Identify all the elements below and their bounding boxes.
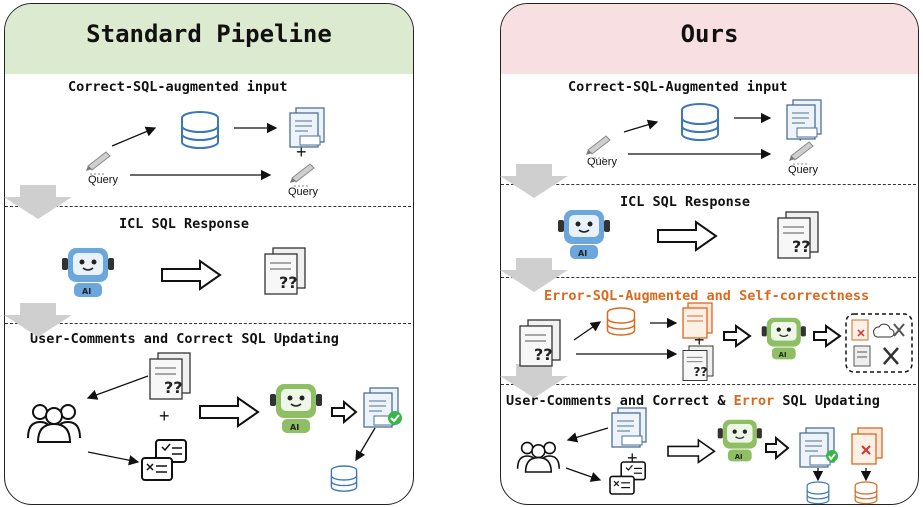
left-database-icon [181, 111, 219, 149]
ours-panel: Ours [500, 3, 919, 505]
right-updated-error-doc-icon [851, 427, 883, 465]
self-correction-cloud-icon [873, 323, 895, 338]
right-flow-arrow-1 [500, 164, 568, 198]
left-query-label-1: Query [88, 174, 118, 186]
standard-pipeline-header: Standard Pipeline [5, 4, 413, 74]
self-correction-box [845, 313, 913, 373]
right-divider-3 [501, 384, 916, 385]
right-divider-1 [501, 184, 916, 185]
left-pencil-icon-2 [289, 163, 315, 187]
right-updated-error-database-icon [854, 481, 878, 505]
right-update-text-error: Error [733, 393, 775, 409]
self-correction-wrench-icon [883, 347, 899, 365]
people-icon [27, 404, 81, 443]
left-comment-doc-icon [149, 352, 191, 400]
right-update-text-c: SQL Updating [774, 393, 880, 409]
right-plus-3: + [627, 448, 638, 468]
left-updated-database-icon [330, 465, 358, 492]
right-error-input-doc-icon [519, 319, 561, 367]
right-query-label-2: Query [788, 164, 818, 176]
left-divider-1 [5, 206, 411, 207]
left-green-robot-icon [269, 383, 323, 434]
right-big-arrow-2 [667, 439, 716, 464]
left-sql-doc-icon [289, 107, 325, 148]
left-section-update-label: User-Comments and Correct SQL Updating [30, 331, 339, 347]
right-big-arrow-1 [657, 221, 717, 251]
self-correction-tools-icon-1 [893, 323, 905, 337]
right-flow-arrow-2 [500, 258, 568, 292]
right-error-response-doc-icon [682, 345, 714, 381]
left-section-input-label: Correct-SQL-augmented input [68, 79, 288, 95]
right-query-label-1: Query [587, 156, 617, 168]
right-flow-arrow-3 [500, 364, 568, 398]
standard-pipeline-title: Standard Pipeline [86, 20, 332, 48]
right-pencil-icon-2 [788, 141, 814, 165]
right-update-text-a: User-Comments and Correct & [506, 393, 734, 409]
right-error-sql-doc-icon [682, 302, 713, 339]
right-pencil-icon-1 [585, 135, 611, 159]
left-pencil-icon-1 [85, 151, 111, 175]
right-updated-sql-doc-icon [799, 427, 835, 468]
right-comment-doc-icon [611, 407, 647, 448]
left-big-arrow-1 [161, 260, 221, 290]
right-green-robot-icon [761, 317, 807, 360]
right-section-update-label: User-Comments and Correct & Error SQL Up… [506, 393, 880, 409]
left-divider-2 [5, 323, 411, 324]
right-robot-icon [557, 209, 611, 260]
left-robot-icon [61, 247, 115, 298]
right-section-input-label: Correct-SQL-Augmented input [568, 79, 788, 95]
left-query-label-2: Query [288, 186, 318, 198]
right-section-error-label: Error-SQL-Augmented and Self-correctness [544, 288, 870, 304]
left-flow-arrow-2 [4, 303, 72, 337]
ours-header: Ours [501, 4, 918, 74]
right-database-icon [681, 103, 719, 141]
right-divider-2 [501, 277, 916, 278]
self-correction-error-doc-icon [851, 319, 869, 341]
right-sql-doc-icon [786, 99, 822, 140]
chat-icon [141, 439, 187, 481]
left-section-icl-label: ICL SQL Response [119, 216, 250, 232]
left-plus-1: + [296, 142, 307, 162]
right-plus-2: + [694, 330, 705, 350]
self-correction-gray-doc-icon [853, 345, 871, 367]
right-update-robot-icon [717, 419, 763, 462]
right-section-icl-label: ICL SQL Response [620, 194, 751, 210]
ours-title: Ours [680, 20, 739, 48]
left-response-doc-icon [264, 247, 306, 295]
right-chat-icon [609, 461, 647, 495]
right-people-icon [516, 441, 561, 473]
right-error-database-icon [606, 307, 636, 336]
left-big-arrow-2 [199, 397, 259, 427]
right-updated-database-icon [806, 481, 830, 505]
left-plus-2: + [159, 406, 170, 426]
left-flow-arrow-1 [4, 185, 72, 219]
right-response-doc-icon [777, 211, 819, 259]
